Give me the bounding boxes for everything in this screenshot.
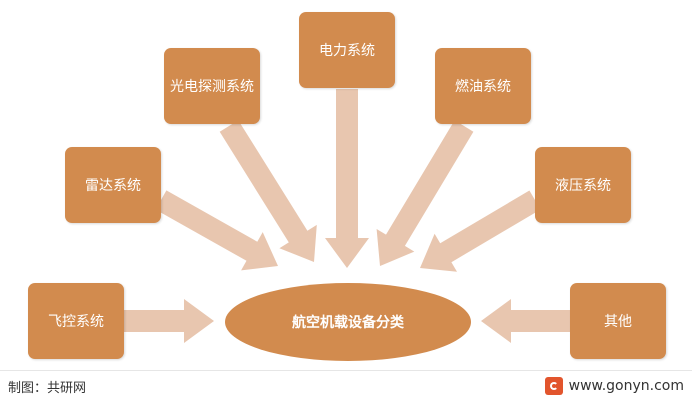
node-electro-optical-label: 光电探测系统 (170, 79, 254, 95)
arrow-hydraulic (420, 190, 541, 272)
gonyn-logo-icon (544, 377, 563, 395)
center-label: 航空机载设备分类 (292, 315, 404, 331)
arrow-power (325, 89, 369, 268)
node-hydraulic-label: 液压系统 (555, 178, 611, 194)
website-credit: www.gonyn.com (544, 377, 684, 395)
node-hydraulic: 液压系统 (535, 147, 631, 223)
node-electro-optical: 光电探测系统 (164, 48, 260, 124)
arrow-fuel (376, 120, 474, 266)
node-fuel-label: 燃油系统 (455, 79, 511, 95)
node-radar: 雷达系统 (65, 147, 161, 223)
source-credit: 制图：共研网 (8, 381, 87, 396)
node-other: 其他 (570, 283, 666, 359)
node-flight-control: 飞控系统 (28, 283, 124, 359)
arrow-other (481, 299, 570, 343)
footer-divider (0, 370, 692, 371)
center-ellipse: 航空机载设备分类 (225, 283, 471, 361)
arrow-radar (155, 190, 278, 271)
node-fuel: 燃油系统 (435, 48, 531, 124)
arrow-flight-control (124, 299, 214, 343)
arrows-group (124, 89, 570, 343)
arrow-electro-optical (219, 120, 317, 262)
node-power-label: 电力系统 (319, 43, 375, 59)
node-power: 电力系统 (299, 12, 395, 88)
website-url: www.gonyn.com (568, 378, 684, 394)
node-other-label: 其他 (604, 314, 632, 330)
node-flight-control-label: 飞控系统 (48, 314, 104, 330)
node-radar-label: 雷达系统 (85, 178, 141, 194)
